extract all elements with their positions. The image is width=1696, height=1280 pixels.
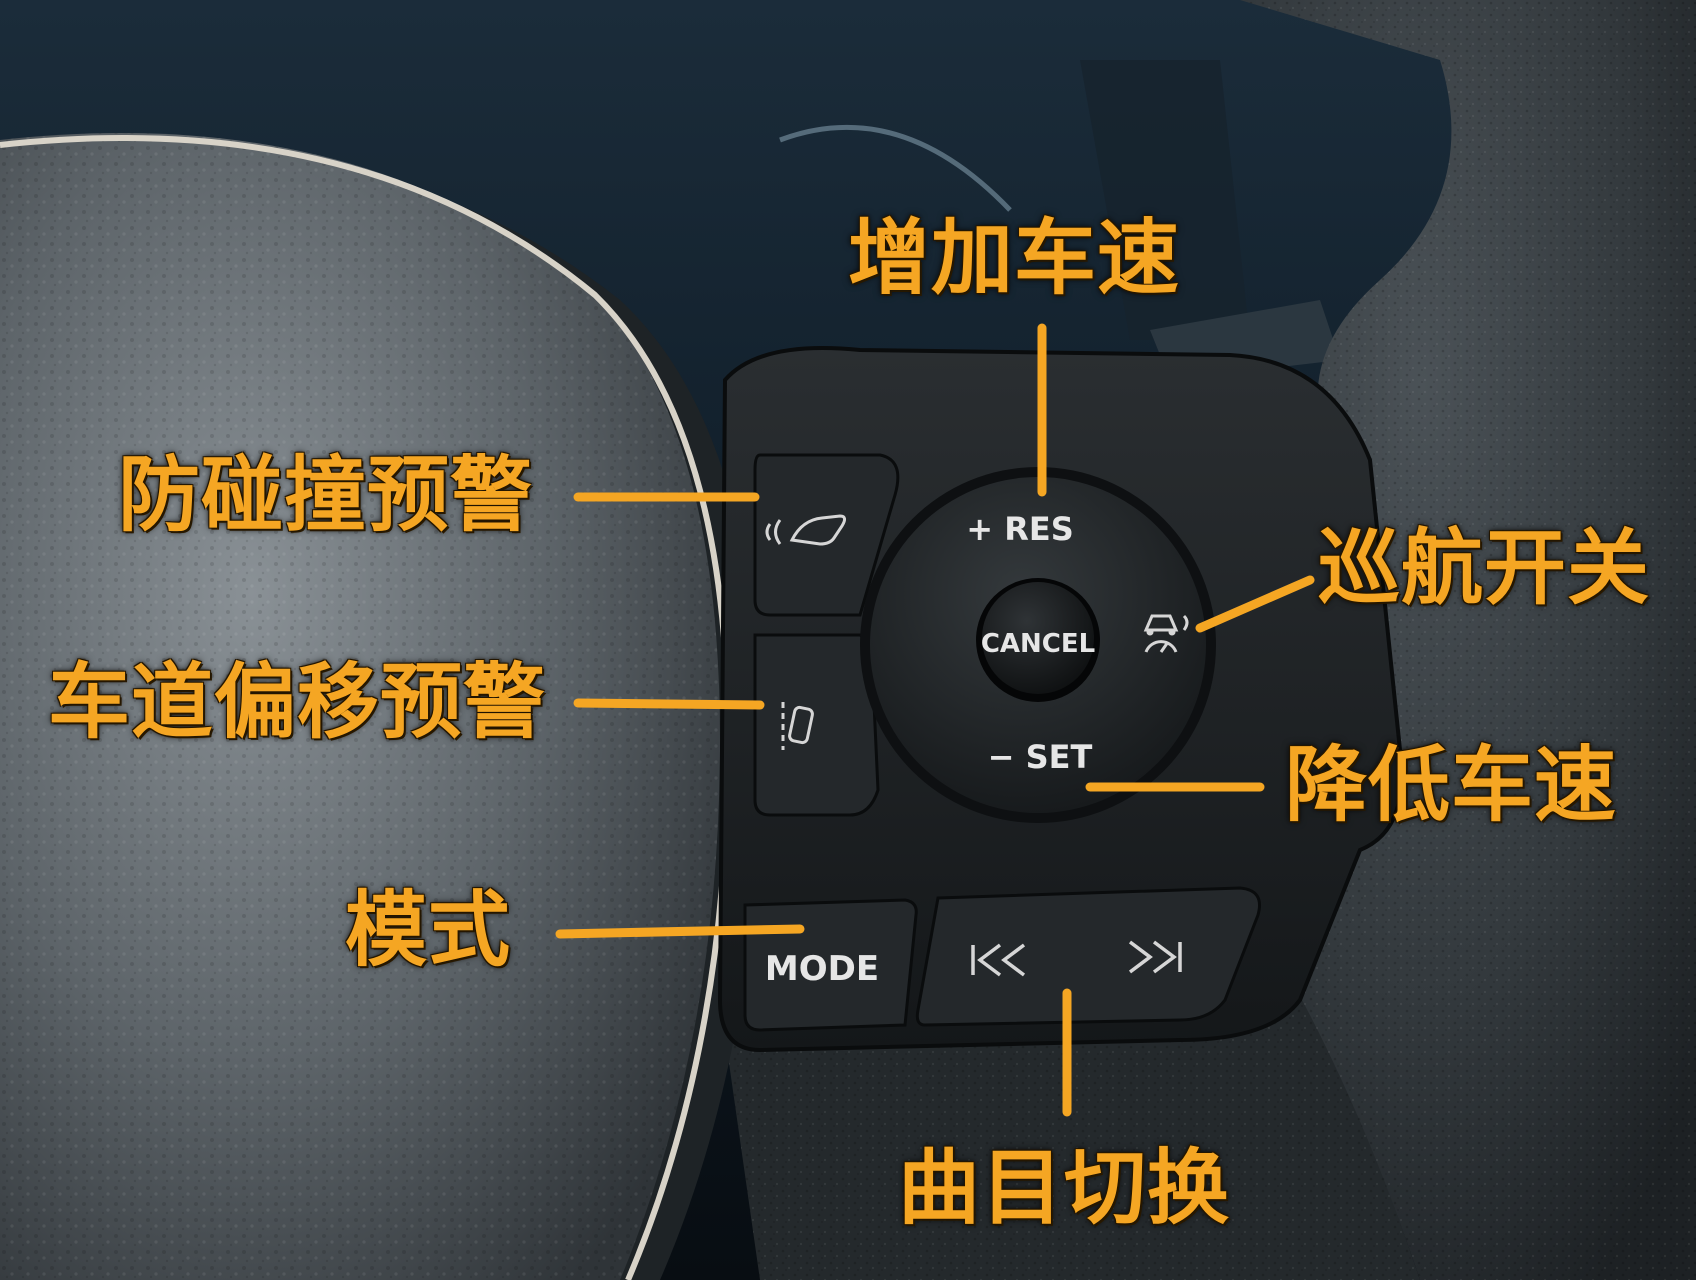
track-rocker-button[interactable] — [915, 886, 1261, 1027]
label-increase-speed: 增加车速 — [848, 211, 1181, 306]
lane-departure-icon — [781, 702, 814, 750]
leader-lane-departure — [573, 698, 765, 710]
label-track-switch: 曲目切换 — [898, 1141, 1231, 1236]
annotation-leader-lines — [555, 323, 1315, 1117]
pre-collision-icon — [765, 514, 847, 546]
leader-mode — [555, 924, 805, 939]
rim-texture — [1240, 0, 1696, 1280]
mode-button-label: MODE — [765, 949, 879, 989]
cancel-button[interactable] — [982, 582, 1094, 694]
label-mode: 模式 — [345, 883, 512, 978]
next-track-icon[interactable] — [1128, 940, 1182, 974]
gauge-arc — [779, 124, 1012, 212]
label-lane-departure-warning: 车道偏移预警 — [48, 655, 547, 750]
hub-trim-line — [0, 135, 732, 1280]
leader-cruise-switch — [1195, 575, 1315, 633]
pre-collision-button[interactable] — [753, 453, 900, 617]
hub-texture — [0, 133, 720, 1280]
lane-departure-button[interactable] — [753, 633, 880, 817]
res-button-label[interactable]: + RES — [966, 510, 1074, 548]
cancel-button-label: CANCEL — [981, 629, 1095, 659]
label-collision-warning: 防碰撞预警 — [118, 448, 534, 543]
dashboard-panel — [1080, 60, 1250, 340]
label-decrease-speed: 降低车速 — [1285, 738, 1618, 833]
set-button-label[interactable]: − SET — [988, 738, 1093, 776]
radar-cruise-icon[interactable] — [1143, 614, 1189, 653]
label-cruise-switch: 巡航开关 — [1318, 521, 1651, 616]
previous-track-icon[interactable] — [971, 943, 1026, 977]
